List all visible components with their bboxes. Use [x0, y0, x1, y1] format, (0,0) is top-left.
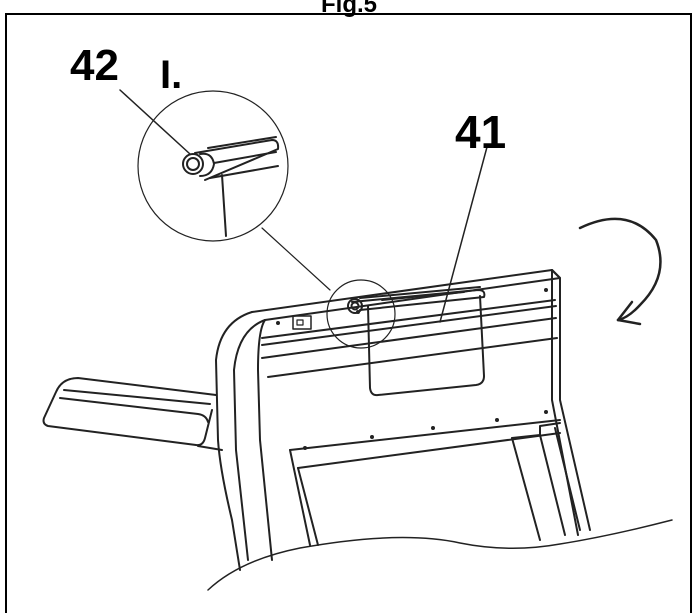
side-tray — [42, 377, 223, 451]
panel-bolts — [276, 288, 548, 450]
detail-marker-circle — [326, 279, 396, 349]
break-line — [207, 519, 673, 591]
rotation-arrow-icon — [578, 217, 662, 326]
magnified-detail — [137, 90, 289, 242]
callout-42: 42 — [70, 41, 119, 90]
figure-frame — [5, 13, 692, 613]
callout-marker: I. — [160, 53, 182, 97]
machine-body — [215, 269, 591, 571]
detail-leader-line — [261, 227, 331, 291]
callout-41-leader — [439, 146, 488, 323]
panel-switch-icon — [292, 315, 312, 330]
callout-41: 41 — [455, 106, 506, 158]
callout-42-leader — [119, 89, 191, 155]
hanging-plate — [367, 295, 485, 397]
top-rod — [347, 286, 486, 314]
